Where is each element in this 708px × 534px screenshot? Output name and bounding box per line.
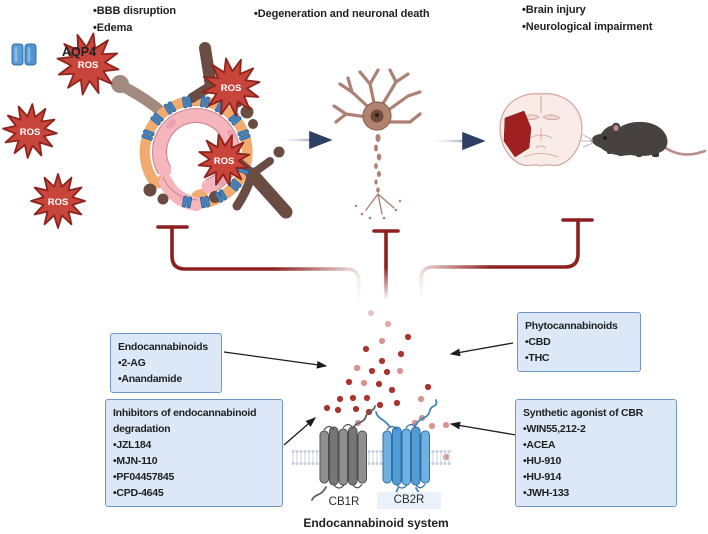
box-title: Synthetic agonist of CBR <box>523 407 644 419</box>
box-item: •HU-914 <box>523 471 562 483</box>
cb2r-receptor <box>375 399 438 503</box>
cb1r-receptor <box>311 405 376 501</box>
synthetic-agonist-box: Synthetic agonist of CBR •WIN55,212-2 •A… <box>515 399 677 507</box>
endocannabinoid-system-label: Endocannabinoid system <box>303 516 449 530</box>
endocannabinoids-box: Endocannabinoids •2-AG •Anandamide <box>110 333 222 393</box>
box-item: •THC <box>525 352 550 364</box>
aqp4-legend-label: AQP4 <box>62 45 97 59</box>
ros-label: ROS <box>20 127 41 138</box>
bbb-annotation: •BBB disruption •Edema <box>93 3 176 37</box>
box-item: •PF04457845 <box>113 471 175 483</box>
phytocannabinoids-box: Phytocannabinoids •CBD •THC <box>517 312 641 372</box>
degeneration-annotation: •Degeneration and neuronal death <box>254 6 430 23</box>
box-title: Endocannabinoids <box>118 341 208 353</box>
arrow-inhibitors <box>283 417 316 446</box>
annotation-line: •Edema <box>93 22 133 34</box>
box-title: degradation <box>113 423 171 435</box>
box-item: •JWH-133 <box>523 487 570 499</box>
inhibition-arrows <box>156 218 594 307</box>
box-item: •2-AG <box>118 357 146 369</box>
fragmented-axon <box>374 134 382 193</box>
box-item: •HU-910 <box>523 455 562 467</box>
annotation-line: •Neurological impairment <box>522 21 653 33</box>
aqp4-channel-legend-icon <box>11 43 37 66</box>
astrocyte-process-bottom <box>143 146 293 219</box>
annotation-line: •Brain injury <box>522 4 586 16</box>
lesion-area <box>503 110 532 158</box>
mouse-illustration <box>581 121 707 157</box>
ros-label: ROS <box>48 197 69 208</box>
box-item: •MJN-110 <box>113 455 158 467</box>
degenerating-neuron-illustration <box>332 68 422 220</box>
ros-label: ROS <box>78 60 99 71</box>
injury-annotation: •Brain injury •Neurological impairment <box>522 2 653 36</box>
box-item: •JZL184 <box>113 439 152 451</box>
box-item: •Anandamide <box>118 373 182 385</box>
annotation-line: •BBB disruption <box>93 5 177 17</box>
box-item: •WIN55,212-2 <box>523 423 586 435</box>
box-title: Phytocannabinoids <box>525 320 618 332</box>
inhibitors-box: Inhibitors of endocannabinoid degradatio… <box>105 399 283 507</box>
ros-bursts: ROS ROS ROS ROS ROS <box>0 28 268 228</box>
annotation-line: •Degeneration and neuronal death <box>254 8 430 20</box>
inhibition-arrow-right <box>419 218 580 305</box>
box-item: •ACEA <box>523 439 556 451</box>
cb1r-label: CB1R <box>328 496 360 508</box>
inhibition-arrow-left <box>170 225 361 307</box>
box-title: Inhibitors of endocannabinoid <box>113 407 257 419</box>
cb2r-label: CB2R <box>377 492 441 509</box>
arrow-phytocannabinoids <box>449 342 514 357</box>
astrocyte-vessel-illustration <box>111 42 293 219</box>
box-item: •CPD-4645 <box>113 487 164 499</box>
mouse-tail <box>662 145 707 156</box>
brain-lesion-illustration <box>499 93 583 167</box>
ros-label: ROS <box>221 83 242 94</box>
arrow-endocannabinoids <box>223 351 328 369</box>
box-item: •CBD <box>525 336 551 348</box>
ros-label: ROS <box>214 156 235 167</box>
